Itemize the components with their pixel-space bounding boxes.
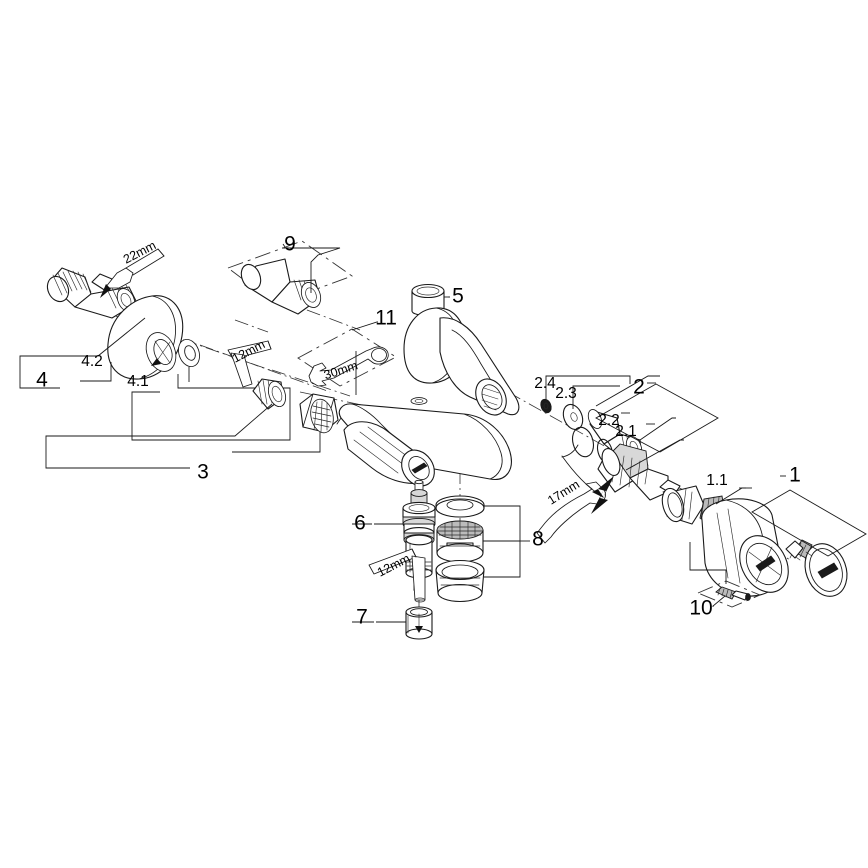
callout-2-4: 2.4 bbox=[534, 375, 556, 392]
union-hex-nut bbox=[299, 393, 339, 434]
mixer-body bbox=[336, 307, 520, 487]
mousseur-insert bbox=[436, 520, 484, 563]
callout-2-2: 2.2 bbox=[598, 412, 620, 429]
callout-6: 6 bbox=[354, 512, 366, 535]
part-8-aerator-set bbox=[435, 495, 530, 603]
mesh-pattern bbox=[437, 520, 483, 540]
callout-10: 10 bbox=[689, 597, 712, 620]
set-screw-body bbox=[715, 586, 751, 601]
part-2-cartridge-stack bbox=[536, 375, 719, 544]
simple-leaders bbox=[352, 296, 450, 623]
callout-8: 8 bbox=[532, 528, 544, 551]
callout-4-1: 4.1 bbox=[127, 373, 149, 390]
callout-4: 4 bbox=[36, 369, 48, 392]
cartridge-washer-2-3 bbox=[562, 403, 584, 431]
aerator-housing bbox=[435, 559, 485, 603]
tool-22mm-key bbox=[100, 248, 165, 298]
callout-3: 3 bbox=[197, 461, 209, 484]
callout-1-1: 1.1 bbox=[706, 472, 728, 489]
part-9-non-return-valve bbox=[227, 240, 353, 315]
part-7-diverter-seat bbox=[376, 606, 433, 640]
tool-label-22mm: 22mm bbox=[121, 238, 158, 266]
non-return-valve-body bbox=[240, 258, 322, 315]
handle-lever bbox=[701, 498, 789, 597]
escutcheon-washer bbox=[178, 338, 200, 368]
union-connector bbox=[252, 378, 287, 410]
handle-adapter-ring bbox=[661, 485, 705, 525]
handle-cap-plug bbox=[785, 539, 848, 597]
part-3-union-group bbox=[45, 340, 339, 469]
callout-1: 1 bbox=[789, 464, 801, 487]
callout-2-3: 2.3 bbox=[555, 385, 577, 402]
nipple-threads bbox=[52, 270, 92, 296]
nut-inner-thread bbox=[311, 400, 332, 433]
callout-bracket-8 bbox=[483, 505, 530, 578]
tool-label-12mm-upper: 12mm bbox=[230, 337, 267, 365]
callout-11: 11 bbox=[375, 307, 397, 330]
callout-5: 5 bbox=[452, 285, 464, 308]
part-4-s-union-group bbox=[19, 248, 291, 441]
cartridge-seal-2-4 bbox=[540, 398, 552, 414]
callout-bracket-4 bbox=[19, 317, 291, 441]
callout-bracket-1 bbox=[715, 475, 867, 557]
callout-numbers: 1 1.1 2 2.1 2.2 2.3 2.4 3 4 4.1 4.2 5 6 … bbox=[36, 233, 801, 629]
wrench-body bbox=[308, 346, 389, 387]
callout-2: 2 bbox=[633, 376, 645, 399]
part-6-diverter-cartridge bbox=[374, 479, 436, 593]
part-10-set-screw bbox=[689, 542, 762, 608]
aerator-washer bbox=[435, 495, 485, 518]
escutcheon-cover bbox=[107, 295, 184, 380]
tool-17mm-wrench bbox=[536, 444, 614, 544]
callout-2-1: 2.1 bbox=[615, 423, 637, 440]
callout-bracket-2 bbox=[545, 375, 719, 471]
cartridge-spindle-2-1 bbox=[597, 443, 695, 507]
part-1-handle-assembly bbox=[661, 475, 867, 597]
part-11-service-wrench bbox=[297, 321, 397, 395]
s-union-nipple bbox=[46, 267, 138, 319]
tool-12mm-key-lower bbox=[368, 548, 426, 603]
tool-12mm-key-upper bbox=[227, 340, 272, 388]
callout-9: 9 bbox=[284, 233, 296, 256]
callout-4-2: 4.2 bbox=[81, 353, 103, 370]
callout-7: 7 bbox=[356, 606, 368, 629]
